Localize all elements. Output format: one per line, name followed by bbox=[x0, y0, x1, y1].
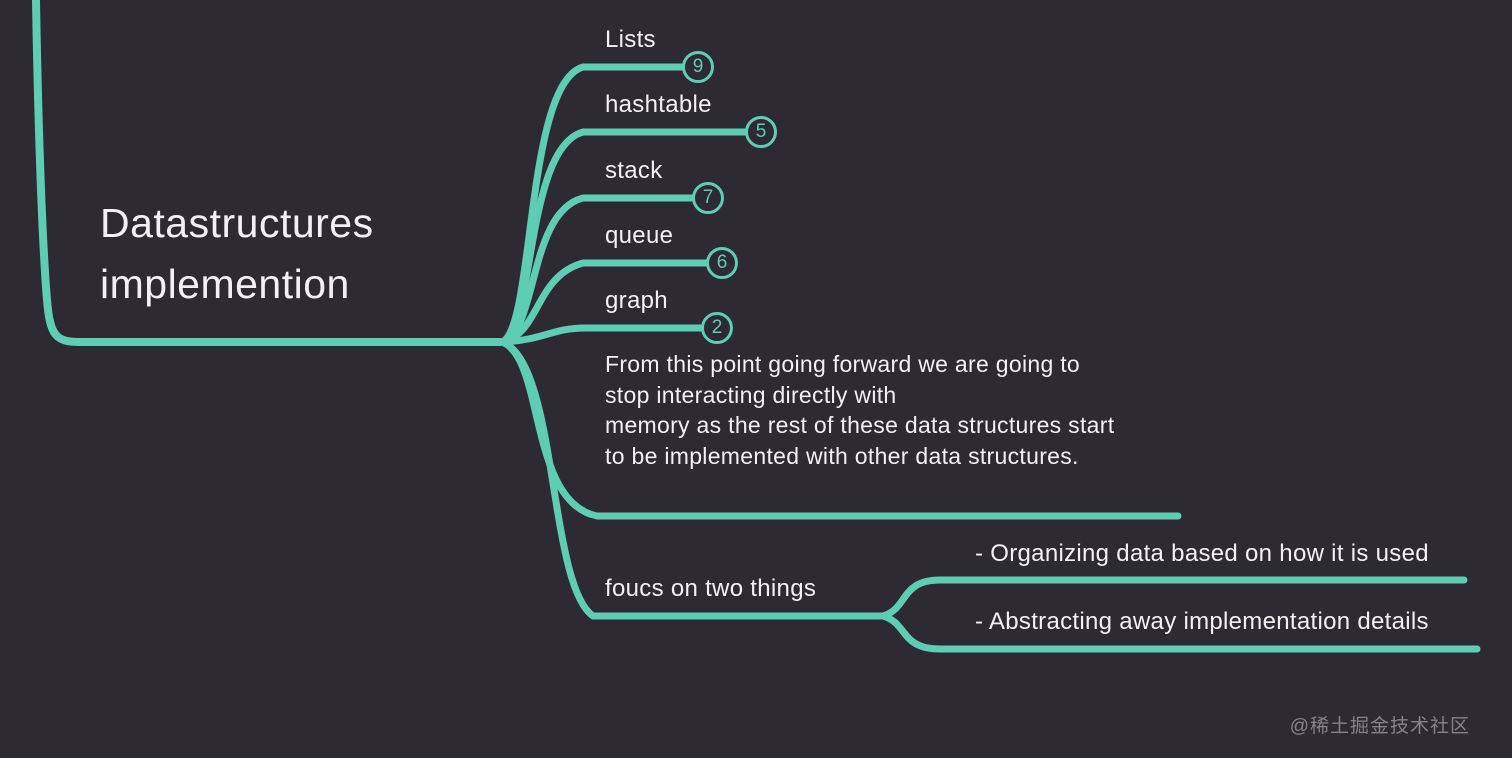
node-label-queue[interactable]: queue bbox=[605, 222, 674, 249]
edge-focus-child-abstracting bbox=[879, 612, 1481, 653]
node-label-graph[interactable]: graph bbox=[605, 287, 668, 314]
node-label-lists[interactable]: Lists bbox=[605, 26, 656, 53]
watermark-text: @稀土掘金技术社区 bbox=[1289, 716, 1470, 737]
edge-queue bbox=[498, 259, 726, 346]
badge-hashtable-count[interactable]: 5 bbox=[745, 116, 777, 148]
badge-graph-count[interactable]: 2 bbox=[701, 312, 733, 344]
note-line-3: memory as the rest of these data structu… bbox=[605, 412, 1115, 438]
badge-queue-count[interactable]: 6 bbox=[706, 247, 738, 279]
edge-stack bbox=[498, 194, 712, 346]
root-title-line-1: Datastructures bbox=[100, 200, 374, 246]
note-line-1: From this point going forward we are goi… bbox=[605, 351, 1081, 377]
note-line-4: to be implemented with other data struct… bbox=[605, 442, 1079, 469]
edge-graph bbox=[498, 324, 721, 346]
node-label-stack[interactable]: stack bbox=[605, 157, 663, 184]
root-title-line-2: implemention bbox=[100, 261, 350, 307]
node-label-focus[interactable]: foucs on two things bbox=[605, 575, 817, 602]
node-label-focus-child-abstracting[interactable]: - Abstracting away implementation detail… bbox=[975, 608, 1429, 635]
root-node-label[interactable]: Datastructures implemention bbox=[100, 193, 374, 315]
node-label-focus-child-organizing[interactable]: - Organizing data based on how it is use… bbox=[975, 540, 1429, 567]
node-note[interactable]: From this point going forward we are goi… bbox=[605, 349, 1114, 471]
edge-focus-child-organizing bbox=[879, 576, 1468, 620]
badge-lists-count[interactable]: 9 bbox=[682, 51, 714, 83]
edge-root bbox=[32, 0, 506, 346]
edge-focus bbox=[498, 338, 887, 620]
note-line-2: stop interacting directly with bbox=[605, 381, 897, 408]
node-label-hashtable[interactable]: hashtable bbox=[605, 91, 712, 118]
badge-stack-count[interactable]: 7 bbox=[692, 182, 724, 214]
